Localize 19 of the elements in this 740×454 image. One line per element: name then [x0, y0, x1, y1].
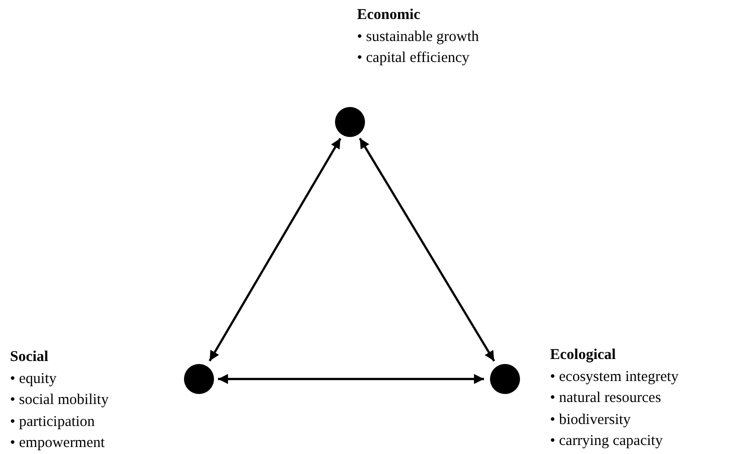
bullet-item: • capital efficiency — [357, 51, 470, 66]
double-arrow — [208, 138, 342, 362]
double-arrow — [358, 138, 496, 362]
bullet-item: • natural resources — [550, 391, 662, 406]
bullet-item: • social mobility — [10, 393, 109, 408]
double-arrow — [218, 374, 484, 384]
bullet-item: • empowerment — [10, 436, 105, 451]
bullet-item: • ecosystem integrety — [550, 370, 679, 384]
node-circle — [184, 364, 214, 394]
heading: Social — [10, 350, 48, 365]
heading: Ecological — [550, 348, 616, 363]
bullet-item: • participation — [10, 414, 95, 430]
node-circle — [490, 364, 520, 394]
bullet-item: • sustainable growth — [357, 30, 479, 44]
node-circle — [335, 107, 365, 137]
bullet-item: • biodiversity — [550, 412, 631, 428]
bullet-item: • equity — [10, 372, 56, 386]
bullet-item: • carrying capacity — [550, 434, 663, 449]
heading: Economic — [357, 8, 420, 23]
